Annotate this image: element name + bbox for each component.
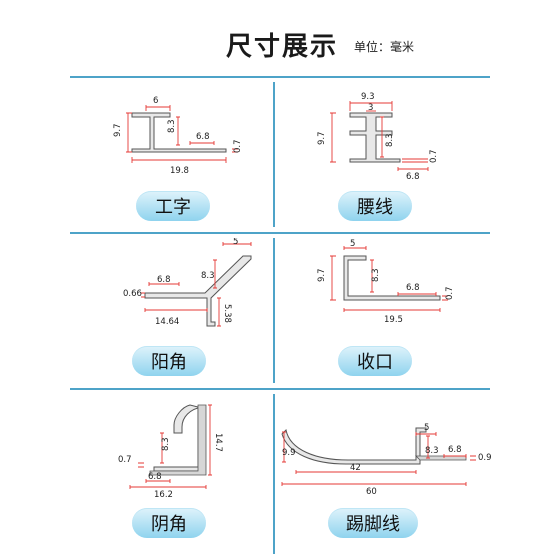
dim-total: 60 [366,487,377,497]
dim-thickness: 0.7 [118,455,132,465]
yinjiao-diagram: 8.3 0.7 14.7 6.8 16.2 [118,404,223,498]
divider-row3 [70,388,490,390]
dim-height: 9.7 [317,268,327,282]
profile-cell-yinjiao: 8.3 0.7 14.7 6.8 16.2 [110,393,270,498]
profile-cell-yaoxian: 9.3 3 9.7 8.3 0.7 6.8 [310,85,470,185]
dim-inner: 8.3 [167,119,177,133]
dim-inner: 8.3 [161,437,171,451]
profile-cell-tijiaoxian: 9.9 5 8.3 6.8 0.9 42 60 [276,400,496,500]
dim-total: 19.5 [384,315,403,325]
label-tijiaoxian: 踢脚线 [328,508,418,538]
dim-height: 9.7 [317,131,327,145]
divider-row1 [70,76,490,78]
profile-cell-shoukou: 5 9.7 8.3 6.8 0.7 19.5 [310,238,470,338]
dim-top: 6 [153,96,158,106]
dim-height: 14.7 [213,433,223,452]
dim-height: 9.9 [282,448,296,458]
label-gongzi: 工字 [136,191,210,221]
dim-top: 5 [350,239,355,249]
dim-top: 9.3 [361,92,375,102]
unit-note: 单位：毫米 [354,40,415,54]
dim-foot: 6.8 [448,445,462,455]
header: 尺寸展示 单位：毫米 [0,0,560,80]
page-title: 尺寸展示 [226,32,339,62]
dim-top: 5 [424,423,429,433]
dim-total: 16.2 [154,490,173,498]
gongzi-diagram: 6 9.7 8.3 6.8 0.7 19.8 [113,96,243,176]
label-yinjiao: 阴角 [132,508,206,538]
dim-thickness: 0.7 [233,139,243,153]
dim-thickness: 0.7 [429,149,439,163]
dim-height: 9.7 [113,123,123,137]
dim-foot: 6.8 [157,275,171,285]
dim-total: 14.64 [155,317,179,327]
divider-col-b [273,238,275,383]
yaoxian-diagram: 9.3 3 9.7 8.3 0.7 6.8 [317,92,439,182]
dim-inner: 8.3 [201,271,215,281]
dim-foot: 6.8 [406,283,420,293]
divider-row2 [70,232,490,234]
dim-top: 5 [233,238,238,247]
yangjiao-diagram: 5 8.3 6.8 0.66 5.38 14.64 [123,238,252,327]
profile-cell-gongzi: 6 9.7 8.3 6.8 0.7 19.8 [110,85,270,185]
dim-thickness: 0.66 [123,289,142,299]
dim-foot: 6.8 [196,132,210,142]
dim-thickness: 0.9 [478,453,492,463]
shoukou-diagram: 5 9.7 8.3 6.8 0.7 19.5 [317,239,455,325]
dim-side: 5.38 [222,304,232,323]
dim-foot: 6.8 [148,472,162,482]
dim-mid: 3 [368,103,373,113]
label-yangjiao: 阳角 [132,346,206,376]
dim-inner: 8.3 [385,133,395,147]
label-shoukou: 收口 [338,346,412,376]
divider-col-c [273,394,275,554]
label-yaoxian: 腰线 [338,191,412,221]
dim-inner: 8.3 [425,446,439,456]
dim-foot: 6.8 [406,172,420,182]
profile-cell-yangjiao: 5 8.3 6.8 0.66 5.38 14.64 [115,238,275,338]
divider-col-a [273,82,275,227]
dim-thickness: 0.7 [445,286,455,300]
dim-total: 19.8 [170,166,189,176]
dim-inner: 8.3 [371,268,381,282]
tijiaoxian-diagram: 9.9 5 8.3 6.8 0.9 42 60 [281,423,492,497]
dim-length: 42 [350,463,361,473]
